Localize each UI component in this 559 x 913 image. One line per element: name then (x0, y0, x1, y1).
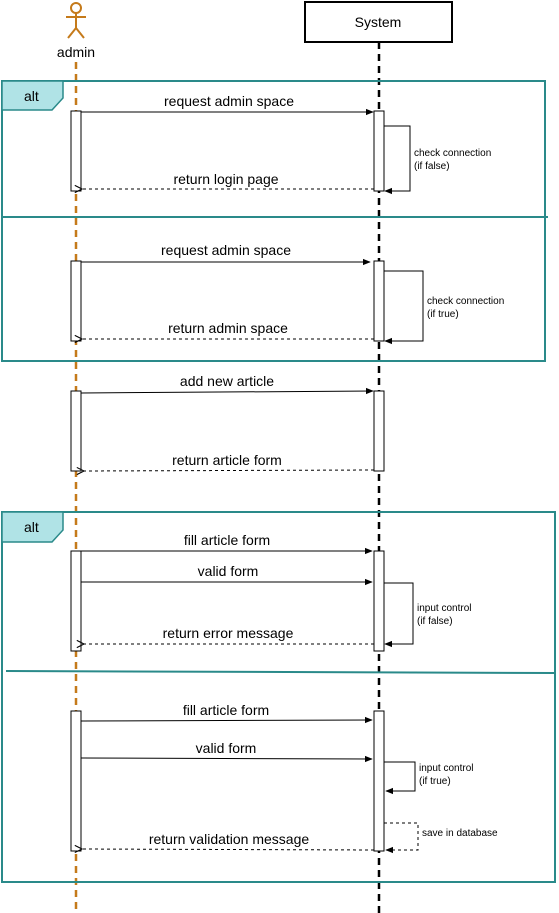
system-label: System (355, 14, 402, 30)
admin-label: admin (57, 44, 95, 60)
return-label: return login page (173, 171, 278, 187)
return-label: return validation message (149, 831, 310, 847)
return-arrow (84, 470, 375, 471)
message-label: request admin space (164, 93, 294, 109)
system-activation (373, 550, 385, 652)
self-call-arrow (384, 582, 414, 648)
self-call-dashed-arrow (384, 822, 419, 854)
note-label: check connection (414, 148, 491, 159)
message-arrow (80, 716, 373, 724)
note-label: (if true) (427, 309, 459, 320)
return-label: return admin space (168, 320, 288, 336)
note-label: input control (417, 603, 471, 614)
self-call-arrow (384, 761, 416, 795)
admin-activation (70, 550, 82, 652)
self-call-arrow (384, 270, 424, 345)
message-label: fill article form (184, 532, 270, 548)
note-label: input control (419, 763, 473, 774)
note-label: (if true) (419, 776, 451, 787)
self-call-arrow (384, 125, 411, 195)
message-label: valid form (198, 563, 259, 579)
note-label: check connection (427, 296, 504, 307)
message-label: request admin space (161, 242, 291, 258)
alt-fragment-1: alt (1, 80, 548, 362)
alt-tag-1: alt (24, 88, 39, 104)
message-label: valid form (196, 740, 257, 756)
admin-activation (70, 260, 82, 342)
message-arrow (80, 755, 373, 763)
system-activation (373, 110, 385, 192)
alt-divider-2 (5, 670, 556, 674)
note-label: (if false) (417, 616, 453, 627)
admin-activation (70, 110, 82, 192)
system-activation (373, 390, 385, 472)
message-arrow (80, 387, 374, 395)
admin-activation (70, 710, 82, 852)
alt-tag-2: alt (24, 519, 39, 535)
stick-figure-icon (66, 2, 86, 39)
system-activation (373, 710, 385, 852)
system-activation (373, 260, 385, 342)
return-arrow (82, 849, 375, 850)
system-box (304, 1, 453, 43)
message-label: fill article form (183, 702, 269, 718)
return-label: return article form (172, 452, 282, 468)
note-label: (if false) (414, 161, 450, 172)
alt-fragment-2: alt (1, 511, 556, 883)
message-label: add new article (180, 373, 274, 389)
admin-activation (70, 390, 82, 472)
return-label: return error message (163, 625, 294, 641)
note-label: save in database (422, 828, 498, 839)
